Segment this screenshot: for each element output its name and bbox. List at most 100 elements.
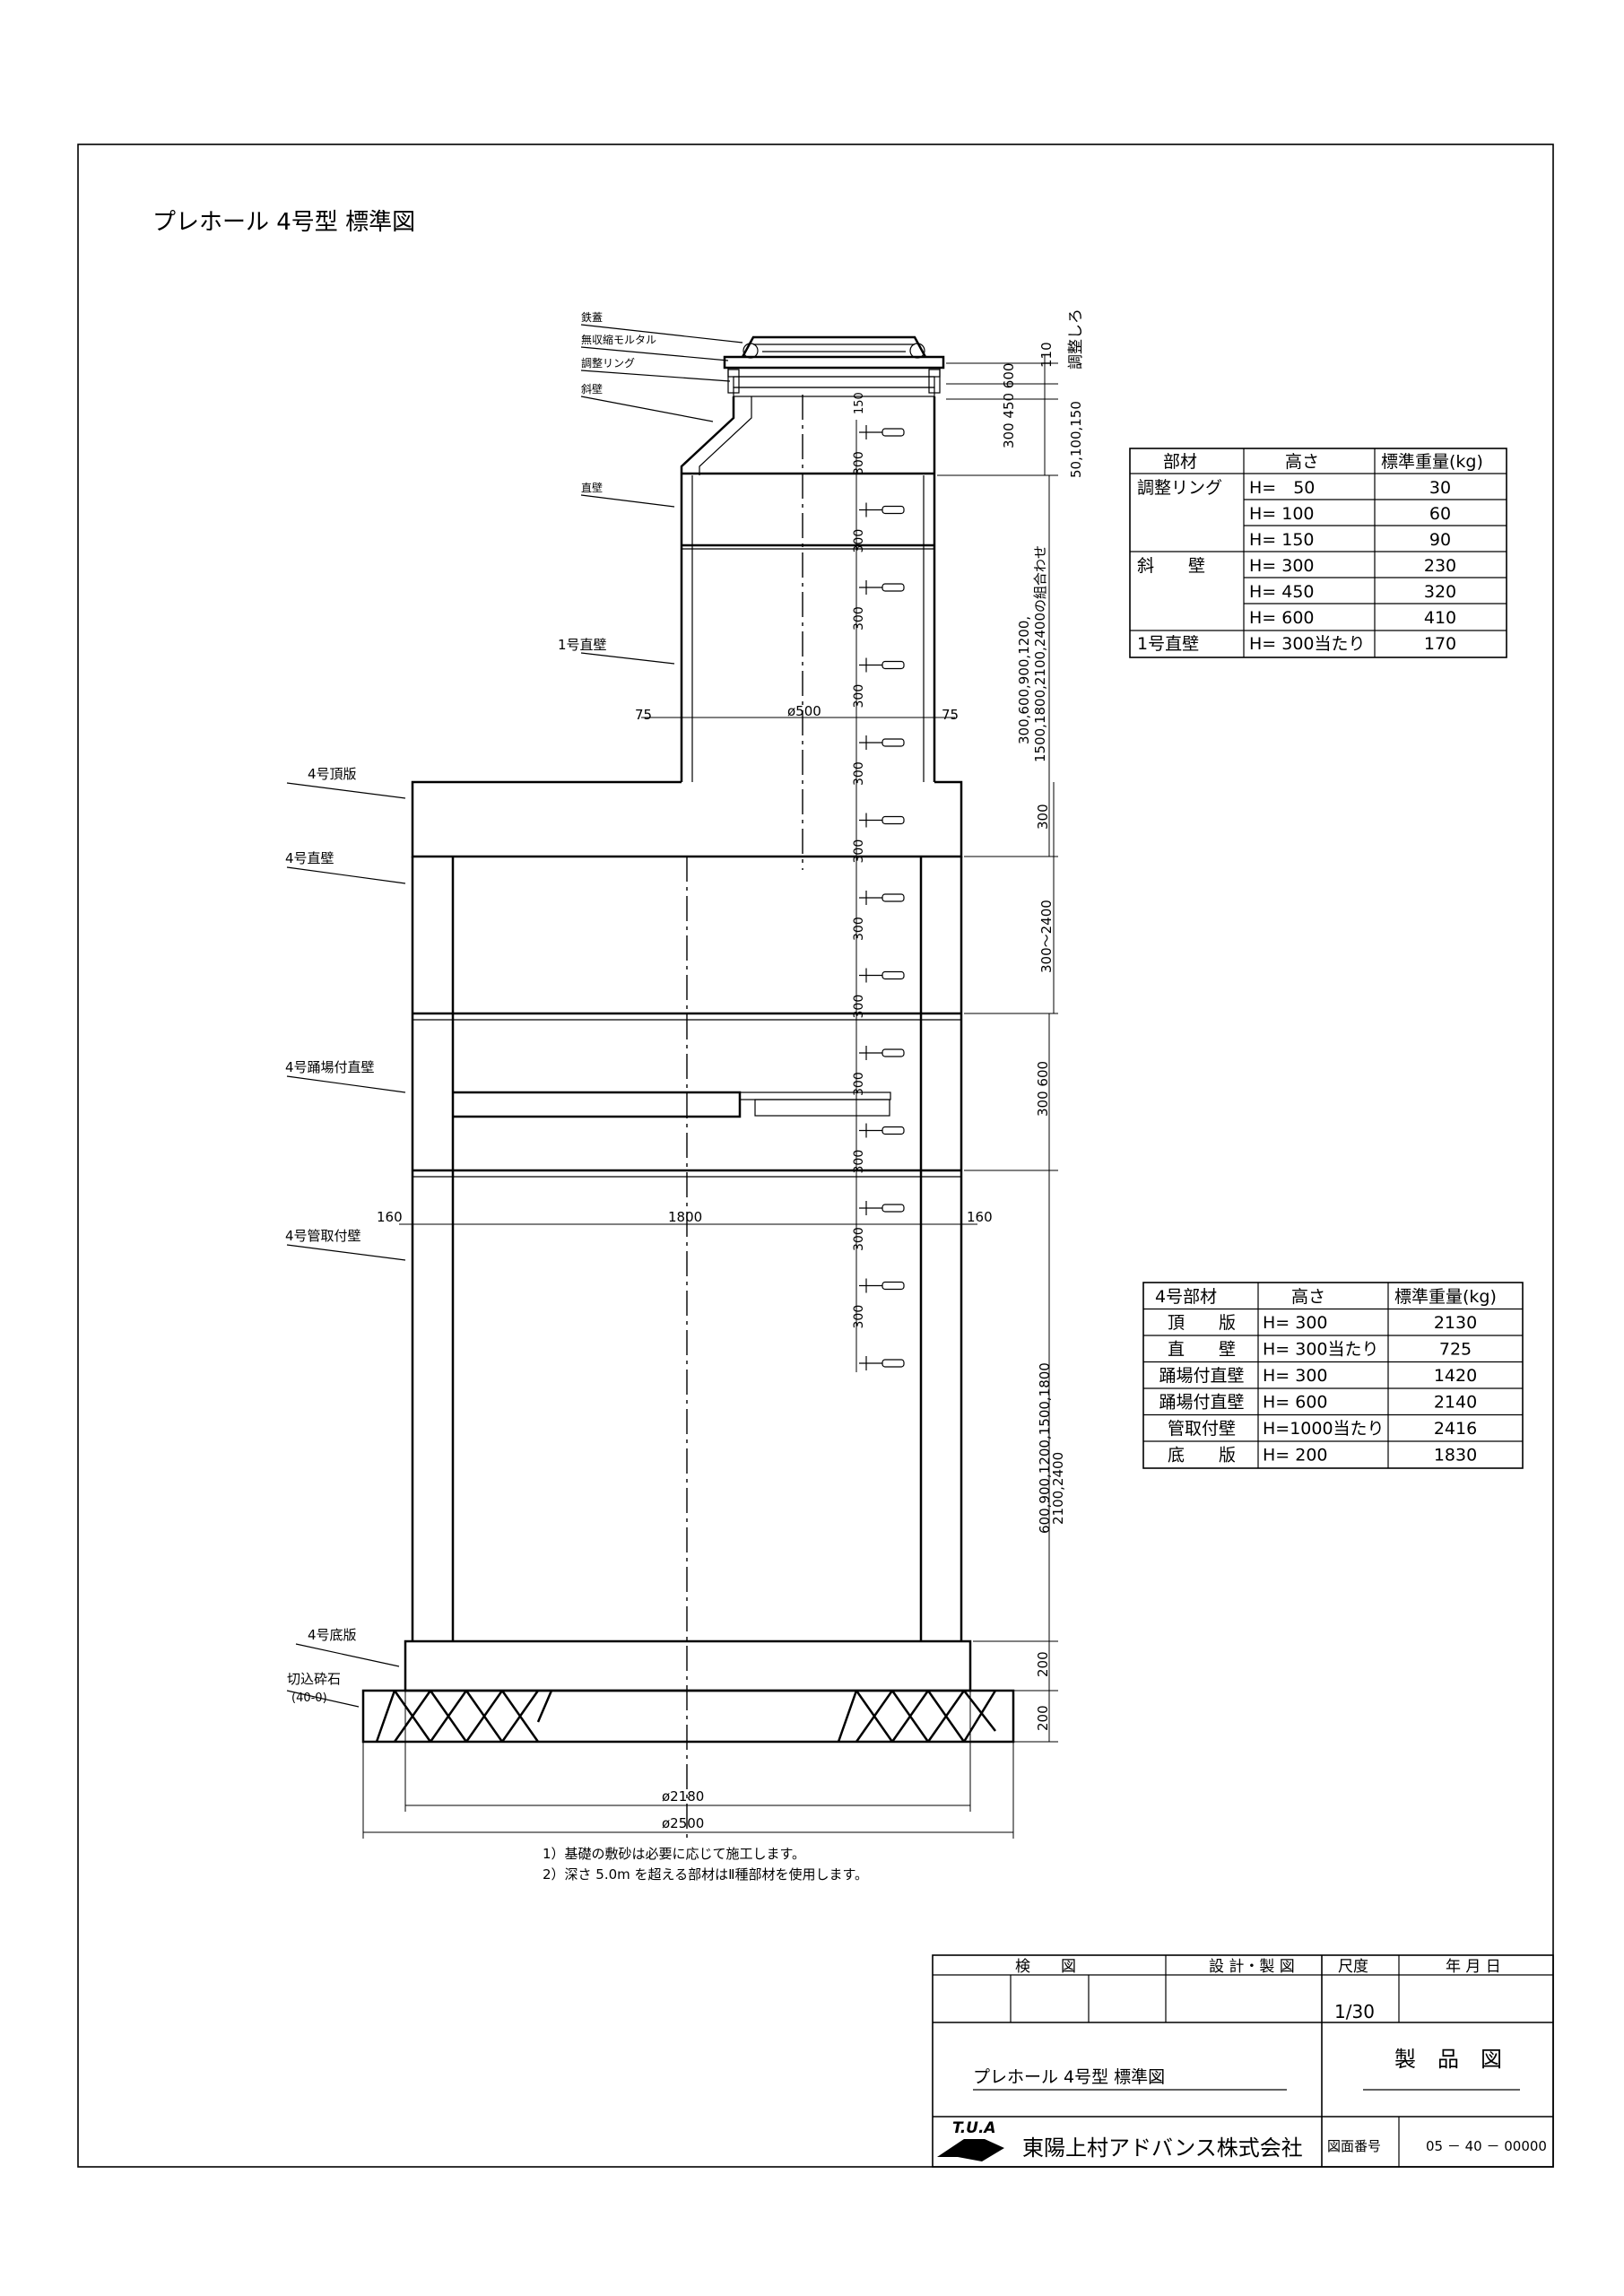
label-gravel-spec: (40-0): [291, 1692, 327, 1705]
t1-header-part: 部材: [1163, 452, 1197, 472]
ladder-rung: [859, 968, 905, 983]
ladder-rung: [859, 813, 905, 828]
t1-header-weight: 標準重量(kg): [1381, 452, 1483, 472]
t1-cell-height: H= 600: [1249, 608, 1315, 628]
t1-cell-weight: 170: [1424, 634, 1456, 654]
dim-diameter-2500: ø2500: [662, 1815, 704, 1831]
manhole-drawing: 鉄蓋 無収縮モルタル 調整リング 斜壁 直壁 1号直壁 4号頂版 4号直壁 4号…: [285, 309, 1085, 1883]
t2-cell-weight: 725: [1439, 1340, 1472, 1360]
dim-75-right: 75: [942, 707, 959, 723]
dim-no1-set-1: 300,600,900,1200,: [1016, 616, 1032, 744]
label-no4-bottom-slab: 4号底版: [308, 1627, 357, 1643]
tb-design-label: 設 計・製 図: [1209, 1958, 1295, 1976]
company-logo: T.U.A: [937, 2119, 1004, 2161]
t2-cell-part: 底 版: [1168, 1446, 1236, 1465]
t2-cell-height: H= 300: [1263, 1366, 1328, 1386]
t1-cell-part: 斜 壁: [1137, 556, 1205, 576]
ladder-rung: [859, 891, 905, 905]
part-leaders: [286, 324, 743, 1708]
ladder-rung: [859, 425, 905, 439]
tb-drawing-name: プレホール 4号型 標準図: [973, 2067, 1165, 2087]
svg-text:T.U.A: T.U.A: [952, 2119, 996, 2137]
sheet-border: [77, 144, 1554, 2168]
dim-adjust-margin: 調整しろ: [1067, 309, 1085, 370]
rung-spacing-label: 300: [852, 1305, 866, 1329]
tb-scale-label: 尺度: [1338, 1958, 1368, 1976]
t2-cell-part: 踊場付直壁: [1159, 1366, 1244, 1386]
label-slanted-wall: 斜壁: [581, 382, 603, 396]
label-mortar: 無収縮モルタル: [581, 333, 656, 346]
tb-drawing-type: 製 品 図: [1394, 2047, 1502, 2072]
t1-cell-weight: 410: [1424, 608, 1456, 628]
slanted-wall-left: [680, 396, 735, 475]
t1-cell-part: 1号直壁: [1137, 634, 1199, 654]
title-block: 検 図 設 計・製 図 尺度 年 月 日 1/30 プレホール 4号型 標準図 …: [932, 1954, 1554, 2168]
rung-spacing-label: 300: [852, 1227, 866, 1251]
rung-spacing-label: 300: [852, 917, 866, 941]
dim-200-gravel: 200: [1035, 1705, 1051, 1731]
t2-cell-weight: 1420: [1434, 1366, 1477, 1386]
label-straight-wall: 直壁: [581, 481, 603, 494]
t1-header-height: 高さ: [1285, 452, 1319, 472]
label-no4-landing-wall: 4号踊場付直壁: [285, 1059, 375, 1075]
dim-75-left: 75: [635, 707, 652, 723]
t2-cell-height: H=1000当たり: [1263, 1419, 1385, 1439]
dim-300-600: 300 600: [1035, 1061, 1051, 1117]
dim-ring-set: 50,100,150: [1068, 401, 1084, 478]
ladder-rung: [859, 657, 905, 673]
t2-cell-height: H= 300当たり: [1263, 1340, 1379, 1360]
straight-wall-shaft: [680, 472, 936, 782]
rung-spacing-label: 300: [852, 761, 866, 786]
rung-spacing-label: 300: [852, 1150, 866, 1174]
label-no1-wall: 1号直壁: [558, 637, 607, 653]
t1-cell-weight: 230: [1424, 556, 1456, 576]
rung-spacing-label: 300: [852, 606, 866, 631]
dim-top-300: 300: [1035, 804, 1051, 830]
ladder-rung: [859, 580, 905, 595]
dim-160-right: 160: [967, 1209, 993, 1225]
label-gravel: 切込砕石: [287, 1671, 341, 1687]
dim-pipe-set-1: 600,900,1200,1500,1800: [1037, 1362, 1053, 1534]
dim-300-2400: 300～2400: [1038, 900, 1055, 973]
label-no4-top-slab: 4号頂版: [308, 766, 357, 782]
t2-cell-height: H= 300: [1263, 1313, 1328, 1333]
tb-date-label: 年 月 日: [1446, 1958, 1501, 1976]
rung-spacing-label: 300: [852, 684, 866, 709]
t2-cell-part: 管取付壁: [1168, 1419, 1236, 1439]
ladder-rung: [859, 502, 905, 517]
note-1: 1）基礎の敷砂は必要に応じて施工します。: [543, 1846, 805, 1862]
t1-cell-height: H= 300: [1249, 556, 1315, 576]
t1-cell-weight: 60: [1429, 504, 1451, 524]
t1-cell-weight: 90: [1429, 530, 1451, 550]
dim-150-step: 150: [853, 392, 866, 414]
drawing-title: プレホール 4号型 標準図: [152, 209, 415, 236]
rung-spacing-label: 300: [852, 995, 866, 1019]
dim-200-slab: 200: [1035, 1651, 1051, 1677]
note-2: 2）深さ 5.0m を超える部材はⅡ種部材を使用します。: [543, 1866, 868, 1883]
t2-cell-height: H= 200: [1263, 1446, 1328, 1465]
t2-header-part: 4号部材: [1155, 1287, 1217, 1307]
dim-diameter-2180: ø2180: [662, 1788, 704, 1805]
t2-cell-weight: 2140: [1434, 1393, 1477, 1413]
t2-header-weight: 標準重量(kg): [1394, 1287, 1497, 1307]
top-slab: [411, 780, 963, 858]
t2-cell-part: 頂 版: [1168, 1313, 1236, 1333]
t1-cell-height: H= 150: [1249, 530, 1315, 550]
ladder-rung: [859, 1356, 905, 1370]
t2-cell-weight: 2130: [1434, 1313, 1477, 1333]
tb-check-label: 検 図: [1015, 1958, 1076, 1976]
rung-spacing-label: 300: [852, 529, 866, 553]
t1-cell-part: 調整リング: [1137, 478, 1222, 498]
t2-cell-part: 踊場付直壁: [1159, 1393, 1244, 1413]
dim-160-left: 160: [377, 1209, 403, 1225]
t1-cell-height: H= 450: [1249, 582, 1315, 602]
label-adjust-ring: 調整リング: [581, 356, 635, 370]
ladder-rung: [859, 1123, 905, 1138]
tb-drawing-no: 05 － 40 － 00000: [1426, 2138, 1547, 2154]
tb-drawing-no-label: 図面番号: [1327, 2138, 1381, 2154]
rung-spacing-label: 300: [852, 451, 866, 475]
dim-no1-set-2: 1500,1800,2100,2400の組合わせ: [1032, 545, 1048, 762]
